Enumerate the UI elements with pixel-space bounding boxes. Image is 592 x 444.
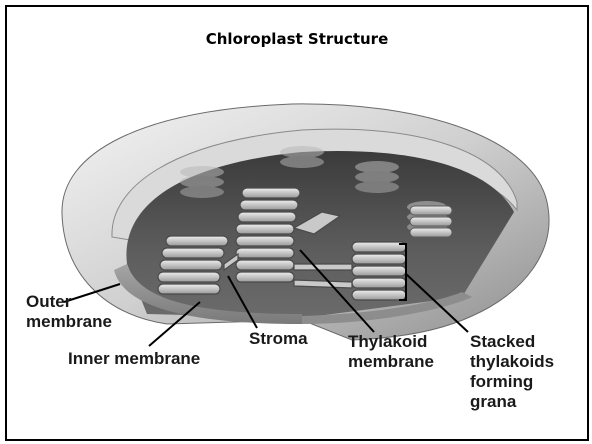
granum-left [158, 236, 228, 294]
slide-frame: Chloroplast Structure [5, 5, 589, 441]
label-thylakoid-membrane: Thylakoid membrane [348, 332, 434, 372]
label-outer-membrane: Outer membrane [26, 292, 112, 332]
label-inner-membrane: Inner membrane [68, 349, 200, 369]
label-stroma: Stroma [249, 329, 308, 349]
granum-back-right [410, 206, 452, 237]
label-stacked-thylakoids: Stacked thylakoids forming grana [470, 332, 554, 412]
granum-right [352, 242, 406, 300]
